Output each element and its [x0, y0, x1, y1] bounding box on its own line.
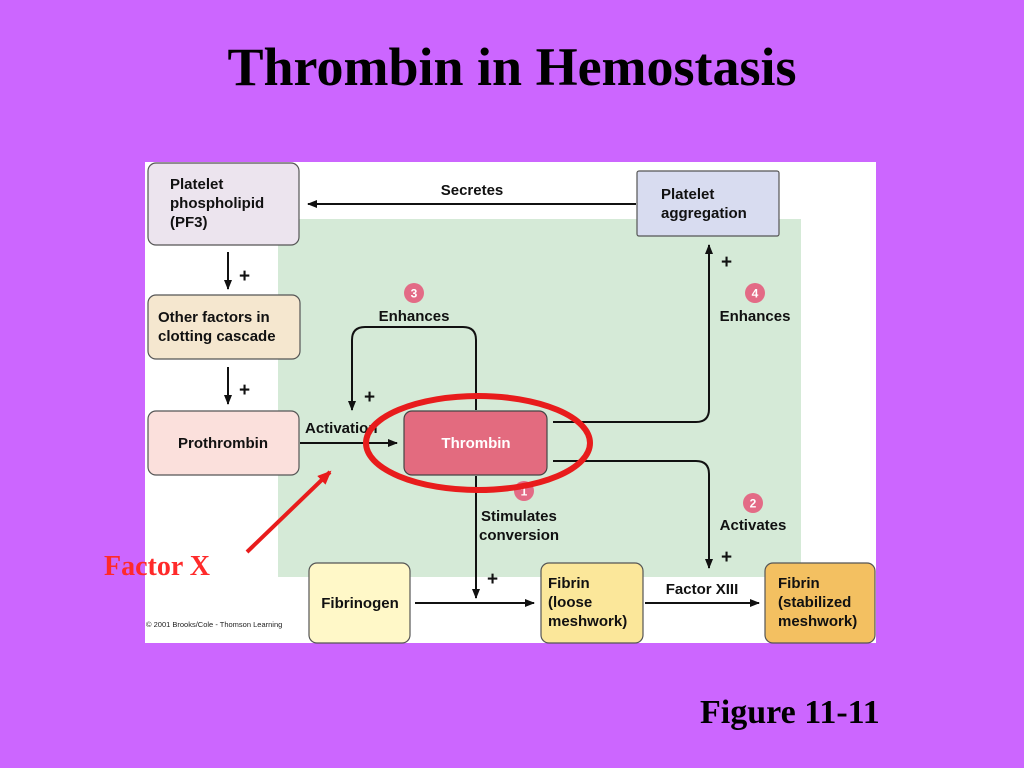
- plus-sign: +: [364, 387, 375, 408]
- node-label: meshwork): [778, 613, 857, 630]
- node-fibrinogen: Fibrinogen: [308, 562, 411, 644]
- node-box: [147, 162, 300, 246]
- shaded-region: [278, 219, 801, 577]
- svg-text:Platelet phospholipid: Platelet phospholipid (PF3): [170, 176, 268, 231]
- node-label: (PF3): [170, 214, 208, 231]
- flow-arrows: [224, 200, 760, 607]
- node-prothrombin: Prothrombin: [147, 410, 300, 476]
- node-box: [403, 410, 548, 476]
- label-activation: Activation: [305, 420, 378, 437]
- node-box: [636, 170, 780, 237]
- svg-text:Other factors in clottin: Other factors in clotting cascade: [158, 309, 276, 345]
- node-box: [764, 562, 876, 644]
- node-label: Fibrin: [548, 575, 590, 592]
- node-label: aggregation: [661, 205, 747, 222]
- plus-sign: +: [239, 380, 250, 401]
- node-platelet-aggregation: Platelet aggregation: [636, 170, 780, 237]
- node-platelet-phospholipid: Platelet phospholipid (PF3): [147, 162, 300, 246]
- label-stimulates-line: conversion: [479, 527, 559, 544]
- badge-number: 2: [750, 497, 757, 511]
- node-label: Prothrombin: [178, 435, 268, 452]
- svg-text:Fibrin (loose mesh: Fibrin (loose meshwork): [548, 575, 627, 630]
- badge-number: 3: [411, 287, 418, 301]
- node-label: phospholipid: [170, 195, 264, 212]
- highlight-ellipse: [363, 393, 593, 493]
- node-label: (stabilized: [778, 594, 851, 611]
- badge-number: 1: [521, 485, 528, 499]
- arrow-activates: [553, 460, 713, 569]
- node-label: Other factors in: [158, 309, 270, 326]
- figure-caption: Figure 11-11: [700, 694, 880, 731]
- label-factor-xiii: Factor XIII: [666, 581, 739, 598]
- badge-circle: [743, 493, 763, 513]
- badge-circle: [404, 283, 424, 303]
- factor-x-annotation: Factor X: [104, 551, 210, 582]
- node-label: clotting cascade: [158, 328, 276, 345]
- arrow-to-platelet-aggregation: [553, 244, 713, 423]
- label-stimulates-line: Stimulates: [481, 508, 557, 525]
- node-label: Fibrin: [778, 575, 820, 592]
- svg-text:Fibrin (stabilized: Fibrin (stabilized meshwork): [778, 575, 857, 630]
- slide-title: Thrombin in Hemostasis: [227, 37, 797, 97]
- badge-circle: [745, 283, 765, 303]
- node-fibrin-loose: Fibrin (loose meshwork): [540, 562, 644, 644]
- plus-signs: + + + + + +: [239, 252, 732, 590]
- label-activates: Activates: [720, 517, 787, 534]
- arrow-enhances-loop: [348, 326, 477, 411]
- node-label: Platelet: [661, 186, 714, 203]
- node-box: [147, 410, 300, 476]
- badge-4: 4: [745, 283, 765, 303]
- node-label: meshwork): [548, 613, 627, 630]
- node-label: Platelet: [170, 176, 223, 193]
- plus-sign: +: [487, 569, 498, 590]
- label-secretes: Secretes: [441, 182, 504, 199]
- node-box: [540, 562, 644, 644]
- label-enhances-4: Enhances: [720, 308, 791, 325]
- plus-sign: +: [239, 266, 250, 287]
- node-fibrin-stabilized: Fibrin (stabilized meshwork): [764, 562, 876, 644]
- node-label: (loose: [548, 594, 592, 611]
- node-label: Fibrinogen: [321, 595, 399, 612]
- node-box: [147, 294, 301, 360]
- node-box: [308, 562, 411, 644]
- plus-sign: +: [721, 252, 732, 273]
- node-thrombin: Thrombin: [403, 410, 548, 476]
- badge-3: 3: [404, 283, 424, 303]
- node-other-factors: Other factors in clotting cascade: [147, 294, 301, 360]
- badge-number: 4: [752, 287, 759, 301]
- label-stimulates: Stimulates conversion: [479, 508, 561, 544]
- plus-sign: +: [721, 547, 732, 568]
- svg-text:Platelet aggregation: Platelet aggregation: [661, 186, 747, 222]
- node-label: Thrombin: [441, 435, 510, 452]
- badge-2: 2: [743, 493, 763, 513]
- copyright-notice: © 2001 Brooks/Cole - Thomson Learning: [146, 620, 282, 629]
- label-enhances-3: Enhances: [379, 308, 450, 325]
- factor-x-arrow: [245, 470, 332, 554]
